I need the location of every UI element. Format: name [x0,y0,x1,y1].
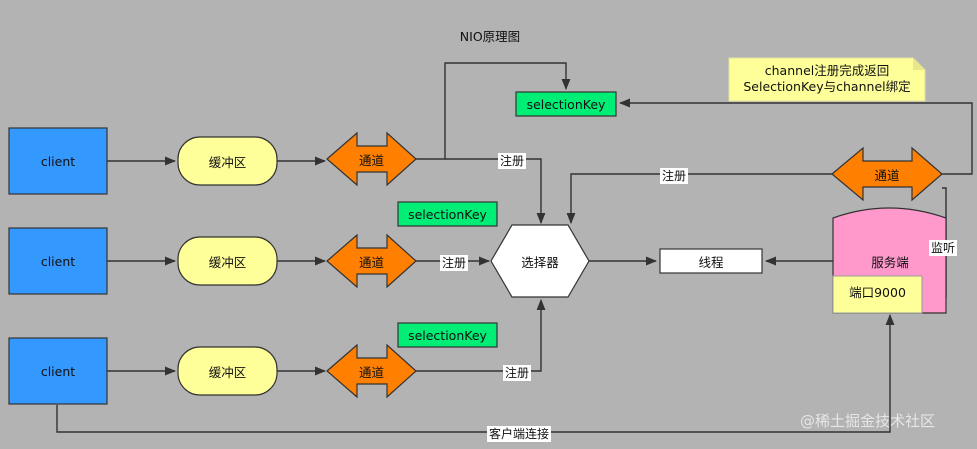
edge-client-connect [56,313,895,433]
edge-channel1-selectionkey [416,62,571,160]
port-box [832,275,923,314]
channel-shape-server [831,146,943,202]
client-label-1: client [40,153,76,169]
channel-shape-3 [326,343,417,399]
buffer-label-2: 缓冲区 [208,254,247,270]
connectors [56,62,973,433]
client-box-1 [8,127,108,195]
edge-label-register-3: 注册 [503,365,532,381]
selectionkey-label-mid: selectionKey [408,206,487,222]
buffer-label-3: 缓冲区 [208,364,247,380]
client-box-2 [8,227,108,295]
thread-label: 线程 [698,254,724,270]
client-label-3: client [40,363,76,379]
note-fold [913,58,925,70]
selectionkey-box-bottom [397,322,498,348]
edge-label-client-connect: 客户端连接 [487,426,552,442]
edge-serverchannel-selector [566,173,832,225]
thread-box [659,248,763,274]
note-text: channel注册完成返回 SelectionKey与channel绑定 [729,63,925,95]
channel-shape-2 [326,233,417,289]
client-box-3 [8,337,108,405]
selectionkey-box-top [515,91,617,117]
watermark-text: @稀土掘金技术社区 [800,412,936,430]
channel-label-3: 通道 [358,364,384,380]
selector-label: 选择器 [521,254,559,270]
channel-shape-1 [326,131,417,187]
note-box [728,57,926,102]
channel-label-1: 通道 [358,152,384,168]
buffer-box-3 [177,346,278,396]
note-line-1: channel注册完成返回 [764,63,890,78]
edge-label-listen: 监听 [929,240,958,256]
edge-channel1-selector [445,158,546,225]
edge-channel3-selector [416,298,546,372]
note-line-2: SelectionKey与channel绑定 [743,79,911,94]
diagram-title: NIO原理图 [459,29,521,44]
buffer-box-1 [177,136,278,186]
buffer-label-1: 缓冲区 [208,154,247,170]
selectionkey-label-top: selectionKey [526,96,606,112]
selectionkey-label-bottom: selectionKey [408,327,487,343]
buffer-box-2 [177,236,278,286]
edge-label-register-server: 注册 [660,168,689,184]
port-label: 端口9000 [849,284,906,300]
selector-shape [490,224,590,298]
edge-serverchannel-selectionkey [618,98,973,175]
server-label: 服务端 [871,254,909,270]
channel-label-server: 通道 [874,167,900,183]
edge-label-register-1: 注册 [498,153,527,169]
channel-label-2: 通道 [358,254,384,270]
edge-label-register-2: 注册 [440,255,469,271]
selectionkey-box-mid [397,201,498,227]
client-label-2: client [40,253,76,269]
